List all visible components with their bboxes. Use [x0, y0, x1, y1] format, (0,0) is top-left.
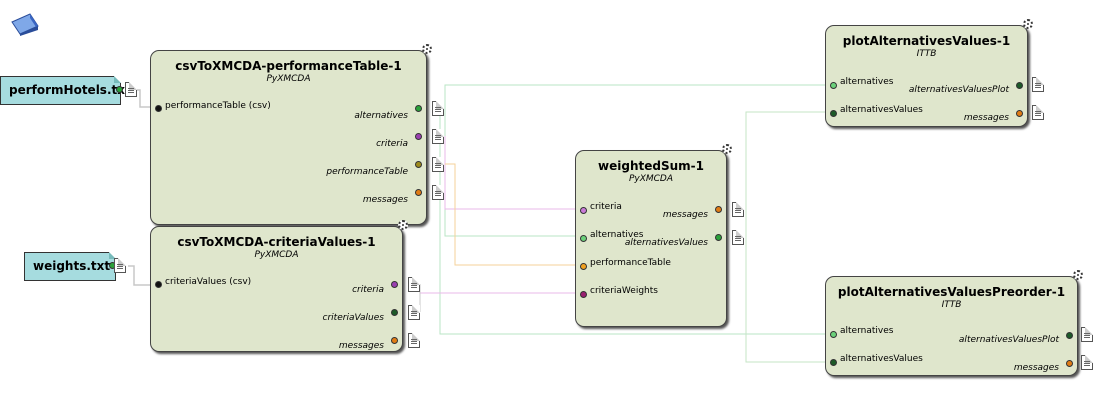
- document-icon[interactable]: [1032, 105, 1044, 120]
- output-port[interactable]: [415, 189, 422, 196]
- output-label: criteria: [352, 285, 384, 295]
- document-icon[interactable]: [408, 277, 420, 292]
- wire-alt-plotav: [444, 84, 825, 108]
- gear-icon[interactable]: [1023, 19, 1033, 29]
- output-port[interactable]: [1016, 82, 1023, 89]
- gear-icon[interactable]: [398, 220, 408, 230]
- node-title: csvToXMCDA-criteriaValues-1: [177, 235, 376, 249]
- node-title: csvToXMCDA-performanceTable-1: [175, 59, 402, 73]
- document-icon[interactable]: [125, 82, 137, 97]
- output-label: messages: [963, 113, 1009, 123]
- output-label: criteriaValues: [322, 313, 384, 323]
- document-icon[interactable]: [1081, 327, 1093, 342]
- output-label: performanceTable: [326, 167, 408, 177]
- gear-icon[interactable]: [1073, 270, 1083, 280]
- workflow-logo-icon: [11, 13, 39, 36]
- wire-alt-wsum: [444, 108, 578, 237]
- document-icon[interactable]: [114, 258, 126, 273]
- input-port[interactable]: [580, 291, 587, 298]
- input-label: alternativesValues: [840, 354, 923, 364]
- output-port[interactable]: [715, 206, 722, 213]
- input-label: performanceTable (csv): [165, 101, 271, 111]
- document-icon[interactable]: [732, 230, 744, 245]
- document-icon[interactable]: [1032, 77, 1044, 92]
- input-port[interactable]: [830, 331, 837, 338]
- node-title: plotAlternativesValuesPreorder-1: [837, 285, 1066, 299]
- file-performhotels[interactable]: performHotels.txt: [0, 76, 131, 105]
- output-port[interactable]: [415, 161, 422, 168]
- output-port[interactable]: [1066, 332, 1073, 339]
- input-label: criteriaWeights: [590, 286, 658, 296]
- node-csv-performance-table[interactable]: csvToXMCDA-performanceTable-1 PyXMCDA pe…: [150, 44, 432, 225]
- input-port[interactable]: [580, 207, 587, 214]
- output-port[interactable]: [391, 337, 398, 344]
- output-port[interactable]: [391, 309, 398, 316]
- output-port[interactable]: [715, 234, 722, 241]
- input-label: criteria: [590, 202, 622, 212]
- output-label: alternativesValuesPlot: [958, 335, 1059, 345]
- wire-av-plotav: [745, 111, 825, 236]
- output-port[interactable]: [415, 133, 422, 140]
- node-subtitle: PyXMCDA: [254, 250, 299, 260]
- document-icon[interactable]: [432, 157, 444, 172]
- document-icon[interactable]: [408, 305, 420, 320]
- input-label: alternatives: [840, 77, 894, 87]
- node-plot-alternatives-values[interactable]: plotAlternativesValues-1 ITTB alternativ…: [825, 19, 1033, 127]
- document-icon[interactable]: [408, 333, 420, 348]
- input-port[interactable]: [830, 359, 837, 366]
- node-plot-alternatives-values-preorder[interactable]: plotAlternativesValuesPreorder-1 ITTB al…: [825, 270, 1083, 376]
- document-icon[interactable]: [432, 185, 444, 200]
- output-port[interactable]: [415, 105, 422, 112]
- document-icon[interactable]: [1081, 355, 1093, 370]
- wire-weights-file: [128, 265, 150, 286]
- input-label: alternativesValues: [840, 105, 923, 115]
- input-port[interactable]: [830, 82, 837, 89]
- output-label: messages: [662, 210, 708, 220]
- input-port[interactable]: [155, 281, 162, 288]
- input-label: criteriaValues (csv): [165, 277, 252, 287]
- node-title: plotAlternativesValues-1: [842, 34, 1011, 48]
- input-label: alternatives: [590, 230, 644, 240]
- document-icon[interactable]: [432, 129, 444, 144]
- node-subtitle: PyXMCDA: [266, 74, 311, 84]
- wire-criteria-wsum: [444, 136, 578, 210]
- output-label: messages: [1013, 363, 1059, 373]
- wire-perftable-wsum: [445, 163, 578, 266]
- file-performhotels-label: performHotels.txt: [9, 83, 131, 97]
- wire-critvalues-wsum: [419, 292, 578, 312]
- output-label: alternativesValuesPlot: [908, 85, 1009, 95]
- output-label: messages: [338, 341, 384, 351]
- node-subtitle: ITTB: [916, 49, 937, 59]
- input-port[interactable]: [155, 105, 162, 112]
- wire-alt-plotavp: [439, 108, 825, 335]
- node-subtitle: ITTB: [941, 300, 962, 310]
- file-weights[interactable]: weights.txt: [24, 252, 116, 281]
- output-port[interactable]: [391, 281, 398, 288]
- input-label: performanceTable: [590, 258, 671, 268]
- input-port[interactable]: [580, 263, 587, 270]
- output-label: alternativesValues: [624, 238, 708, 248]
- node-title: weightedSum-1: [598, 159, 704, 173]
- node-csv-criteria-values[interactable]: csvToXMCDA-criteriaValues-1 PyXMCDA crit…: [150, 220, 408, 352]
- wire-av-plotavp: [745, 236, 825, 363]
- input-label: alternatives: [840, 326, 894, 336]
- input-port[interactable]: [580, 235, 587, 242]
- node-subtitle: PyXMCDA: [628, 174, 674, 184]
- gear-icon[interactable]: [722, 144, 732, 154]
- file-performhotels-port[interactable]: [116, 86, 123, 93]
- input-port[interactable]: [830, 110, 837, 117]
- node-weighted-sum[interactable]: weightedSum-1 PyXMCDA criteria alternati…: [575, 144, 732, 327]
- gear-icon[interactable]: [422, 44, 432, 54]
- file-weights-label: weights.txt: [33, 259, 111, 273]
- document-icon[interactable]: [432, 101, 444, 116]
- output-port[interactable]: [1066, 360, 1073, 367]
- output-port[interactable]: [1016, 110, 1023, 117]
- output-label: criteria: [376, 139, 408, 149]
- output-label: alternatives: [354, 111, 408, 121]
- document-icon[interactable]: [732, 202, 744, 217]
- output-label: messages: [362, 195, 408, 205]
